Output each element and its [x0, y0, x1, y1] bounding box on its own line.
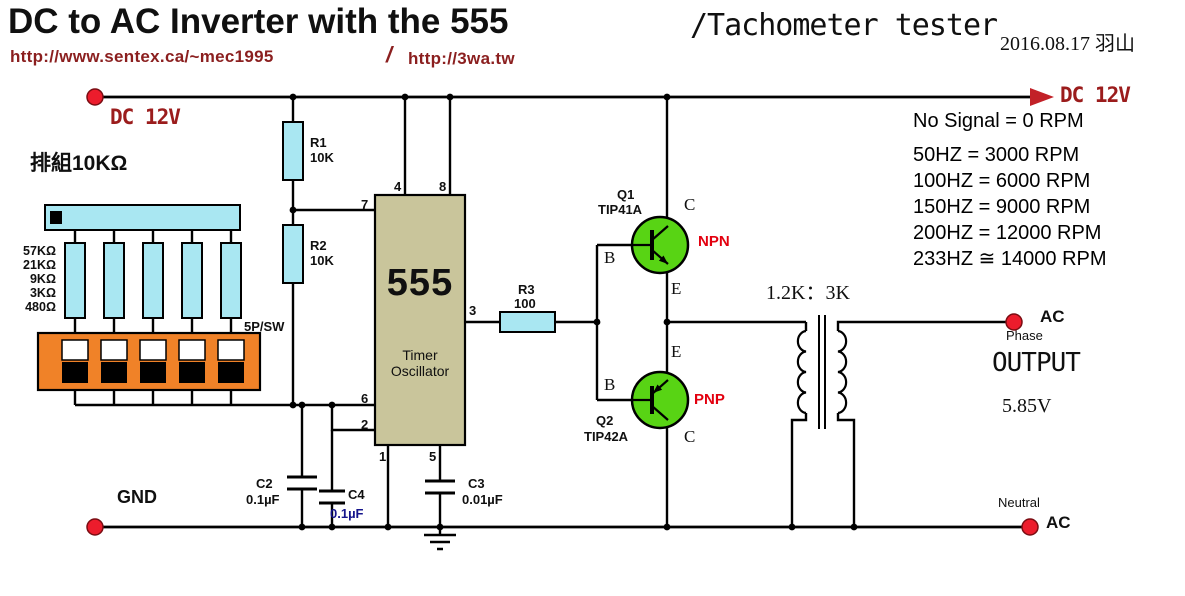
rpm-line: 150HZ = 9000 RPM [913, 196, 1091, 218]
q2-transistor [630, 370, 690, 430]
power-rails-wire [95, 95, 1032, 529]
c3-name: C3 [468, 476, 485, 491]
q1-collector-label: C [684, 195, 696, 214]
ac-phase-label: AC [1040, 307, 1065, 326]
ic-555-sub1: Timer [402, 347, 438, 363]
dc-12v-left-label: DC 12V [110, 105, 181, 129]
r3-name: R3 [518, 282, 535, 297]
url-separator: / [386, 42, 393, 67]
rpm-line: 200HZ = 12000 RPM [913, 222, 1102, 244]
link-sentex[interactable]: http://www.sentex.ca/~mec1995 [10, 47, 274, 66]
transformer-secondary-coil [837, 329, 848, 415]
top-drop-wires [291, 97, 669, 224]
q1-transistor [630, 215, 690, 275]
array-title: 排組10KΩ [30, 152, 128, 175]
q2-collector-label: C [684, 427, 696, 446]
array-value-1: 57KΩ [23, 244, 56, 258]
date-label: 2016.08.17 羽山 [1000, 33, 1135, 55]
r2-value: 10K [310, 253, 334, 268]
array-value-4: 3KΩ [29, 286, 56, 300]
ac-neutral-label: AC [1046, 513, 1071, 532]
gnd-terminal [86, 518, 104, 536]
cap-c2-symbol [287, 475, 317, 491]
q1-part: TIP41A [598, 202, 643, 217]
c4-name: C4 [348, 487, 365, 502]
q2-base-label: B [604, 375, 616, 394]
page-title: DC to AC Inverter with the 555 [8, 2, 509, 41]
cap-and-pin-drop-wires [300, 405, 442, 527]
c2-name: C2 [256, 476, 273, 491]
ic-555-sub2: Oscillator [390, 363, 450, 379]
transformer-ratio: 1.2K：3K [766, 282, 850, 304]
dip-switch [36, 331, 262, 392]
array-value-3: 9KΩ [29, 272, 56, 286]
q1-emitter-label: E [671, 279, 682, 298]
resistor-array [44, 204, 242, 319]
dc-12v-right-label: DC 12V [1060, 83, 1131, 107]
dc-in-terminal [86, 88, 104, 106]
q2-type-label: PNP [694, 391, 725, 408]
q2-emitter-label: E [671, 342, 682, 361]
r3-value: 100 [514, 296, 536, 311]
ground-icon [424, 527, 456, 551]
pin-2: 2 [361, 417, 369, 432]
terminals [86, 88, 1039, 536]
r1-r2-pin7-wires [291, 180, 375, 405]
q1-type-label: NPN [698, 233, 730, 250]
rpm-line: 100HZ = 6000 RPM [913, 170, 1091, 192]
transformer-core [818, 315, 826, 429]
neutral-label: Neutral [998, 495, 1040, 510]
output-voltage: 5.85V [1002, 395, 1052, 417]
junction-dots [289, 93, 858, 531]
array-pin1-mark [50, 211, 62, 224]
r2-name: R2 [310, 238, 327, 253]
ac-phase-terminal [1005, 313, 1023, 331]
output-title: OUTPUT [992, 348, 1081, 378]
c3-value: 0.01µF [462, 492, 503, 507]
q1-name: Q1 [617, 187, 635, 202]
ic-555-body [373, 193, 467, 447]
ic-555-label: 555 [386, 262, 454, 304]
c4-value: 0.1µF [330, 506, 364, 521]
r1-name: R1 [310, 135, 327, 150]
q2-name: Q2 [596, 413, 614, 428]
transformer-primary-coil [796, 329, 807, 415]
r3-resistor-body [499, 311, 556, 333]
link-3wa[interactable]: http://3wa.tw [408, 49, 515, 68]
array-value-2: 21KΩ [23, 258, 56, 272]
r2-resistor-body [282, 224, 304, 284]
c2-value: 0.1µF [246, 492, 280, 507]
pin-3: 3 [469, 303, 477, 318]
cap-c3-symbol [425, 479, 455, 495]
pin-4: 4 [394, 179, 402, 194]
pin-7: 7 [361, 197, 369, 212]
cap-c4-symbol [319, 489, 345, 505]
r1-resistor-body [282, 121, 304, 181]
array-link-wires [73, 230, 233, 405]
q2-part: TIP42A [584, 429, 629, 444]
r1-value: 10K [310, 150, 334, 165]
pin-6: 6 [361, 391, 369, 406]
rpm-line: 50HZ = 3000 RPM [913, 144, 1080, 166]
page-subtitle: /Tachometer tester [690, 8, 998, 43]
dc-rail-arrow-icon [1030, 88, 1054, 106]
dip-switch-cells [61, 339, 245, 383]
rpm-line: No Signal = 0 RPM [913, 110, 1084, 132]
freq-select-wire [75, 403, 375, 432]
pin-1: 1 [379, 449, 387, 464]
array-value-5: 480Ω [25, 300, 56, 314]
q1-base-label: B [604, 248, 616, 267]
ac-neutral-terminal [1021, 518, 1039, 536]
pin-8: 8 [439, 179, 447, 194]
switch-label: 5P/SW [244, 319, 285, 334]
gnd-label: GND [117, 487, 157, 507]
pin-5: 5 [429, 449, 437, 464]
wire-layer [73, 95, 1032, 529]
transformer-symbol [796, 315, 848, 429]
transformer-terminal-wires [790, 320, 1014, 527]
rpm-line: 233HZ ≅ 14000 RPM [913, 248, 1107, 270]
phase-label: Phase [1006, 328, 1043, 343]
